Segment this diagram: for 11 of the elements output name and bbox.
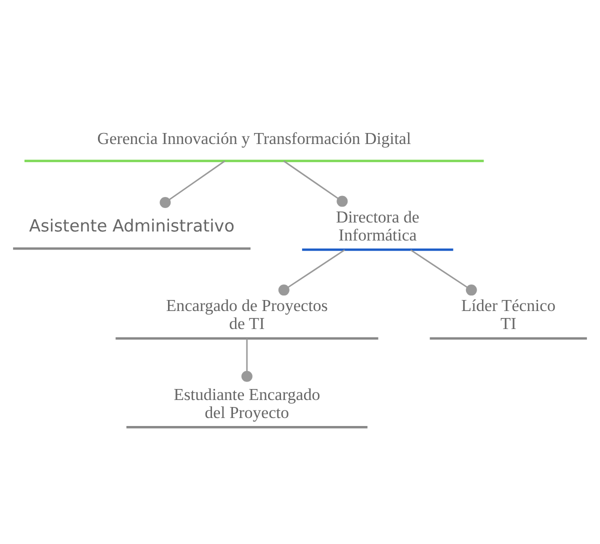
node-text: Gerencia Innovación y Transformación Digital xyxy=(97,128,412,148)
node-text: Encargado de Proyectos de TI xyxy=(166,296,328,333)
connector xyxy=(283,160,348,206)
node-text: Estudiante Encargado del Proyecto xyxy=(174,384,320,422)
connector xyxy=(278,248,346,296)
node-text: Directora de Informática xyxy=(336,206,420,244)
connector xyxy=(160,160,226,208)
node-text: Asistente Administrativo xyxy=(29,214,234,235)
connector xyxy=(410,248,477,296)
node-text: Líder Técnico TI xyxy=(461,296,556,333)
connector xyxy=(241,338,252,382)
